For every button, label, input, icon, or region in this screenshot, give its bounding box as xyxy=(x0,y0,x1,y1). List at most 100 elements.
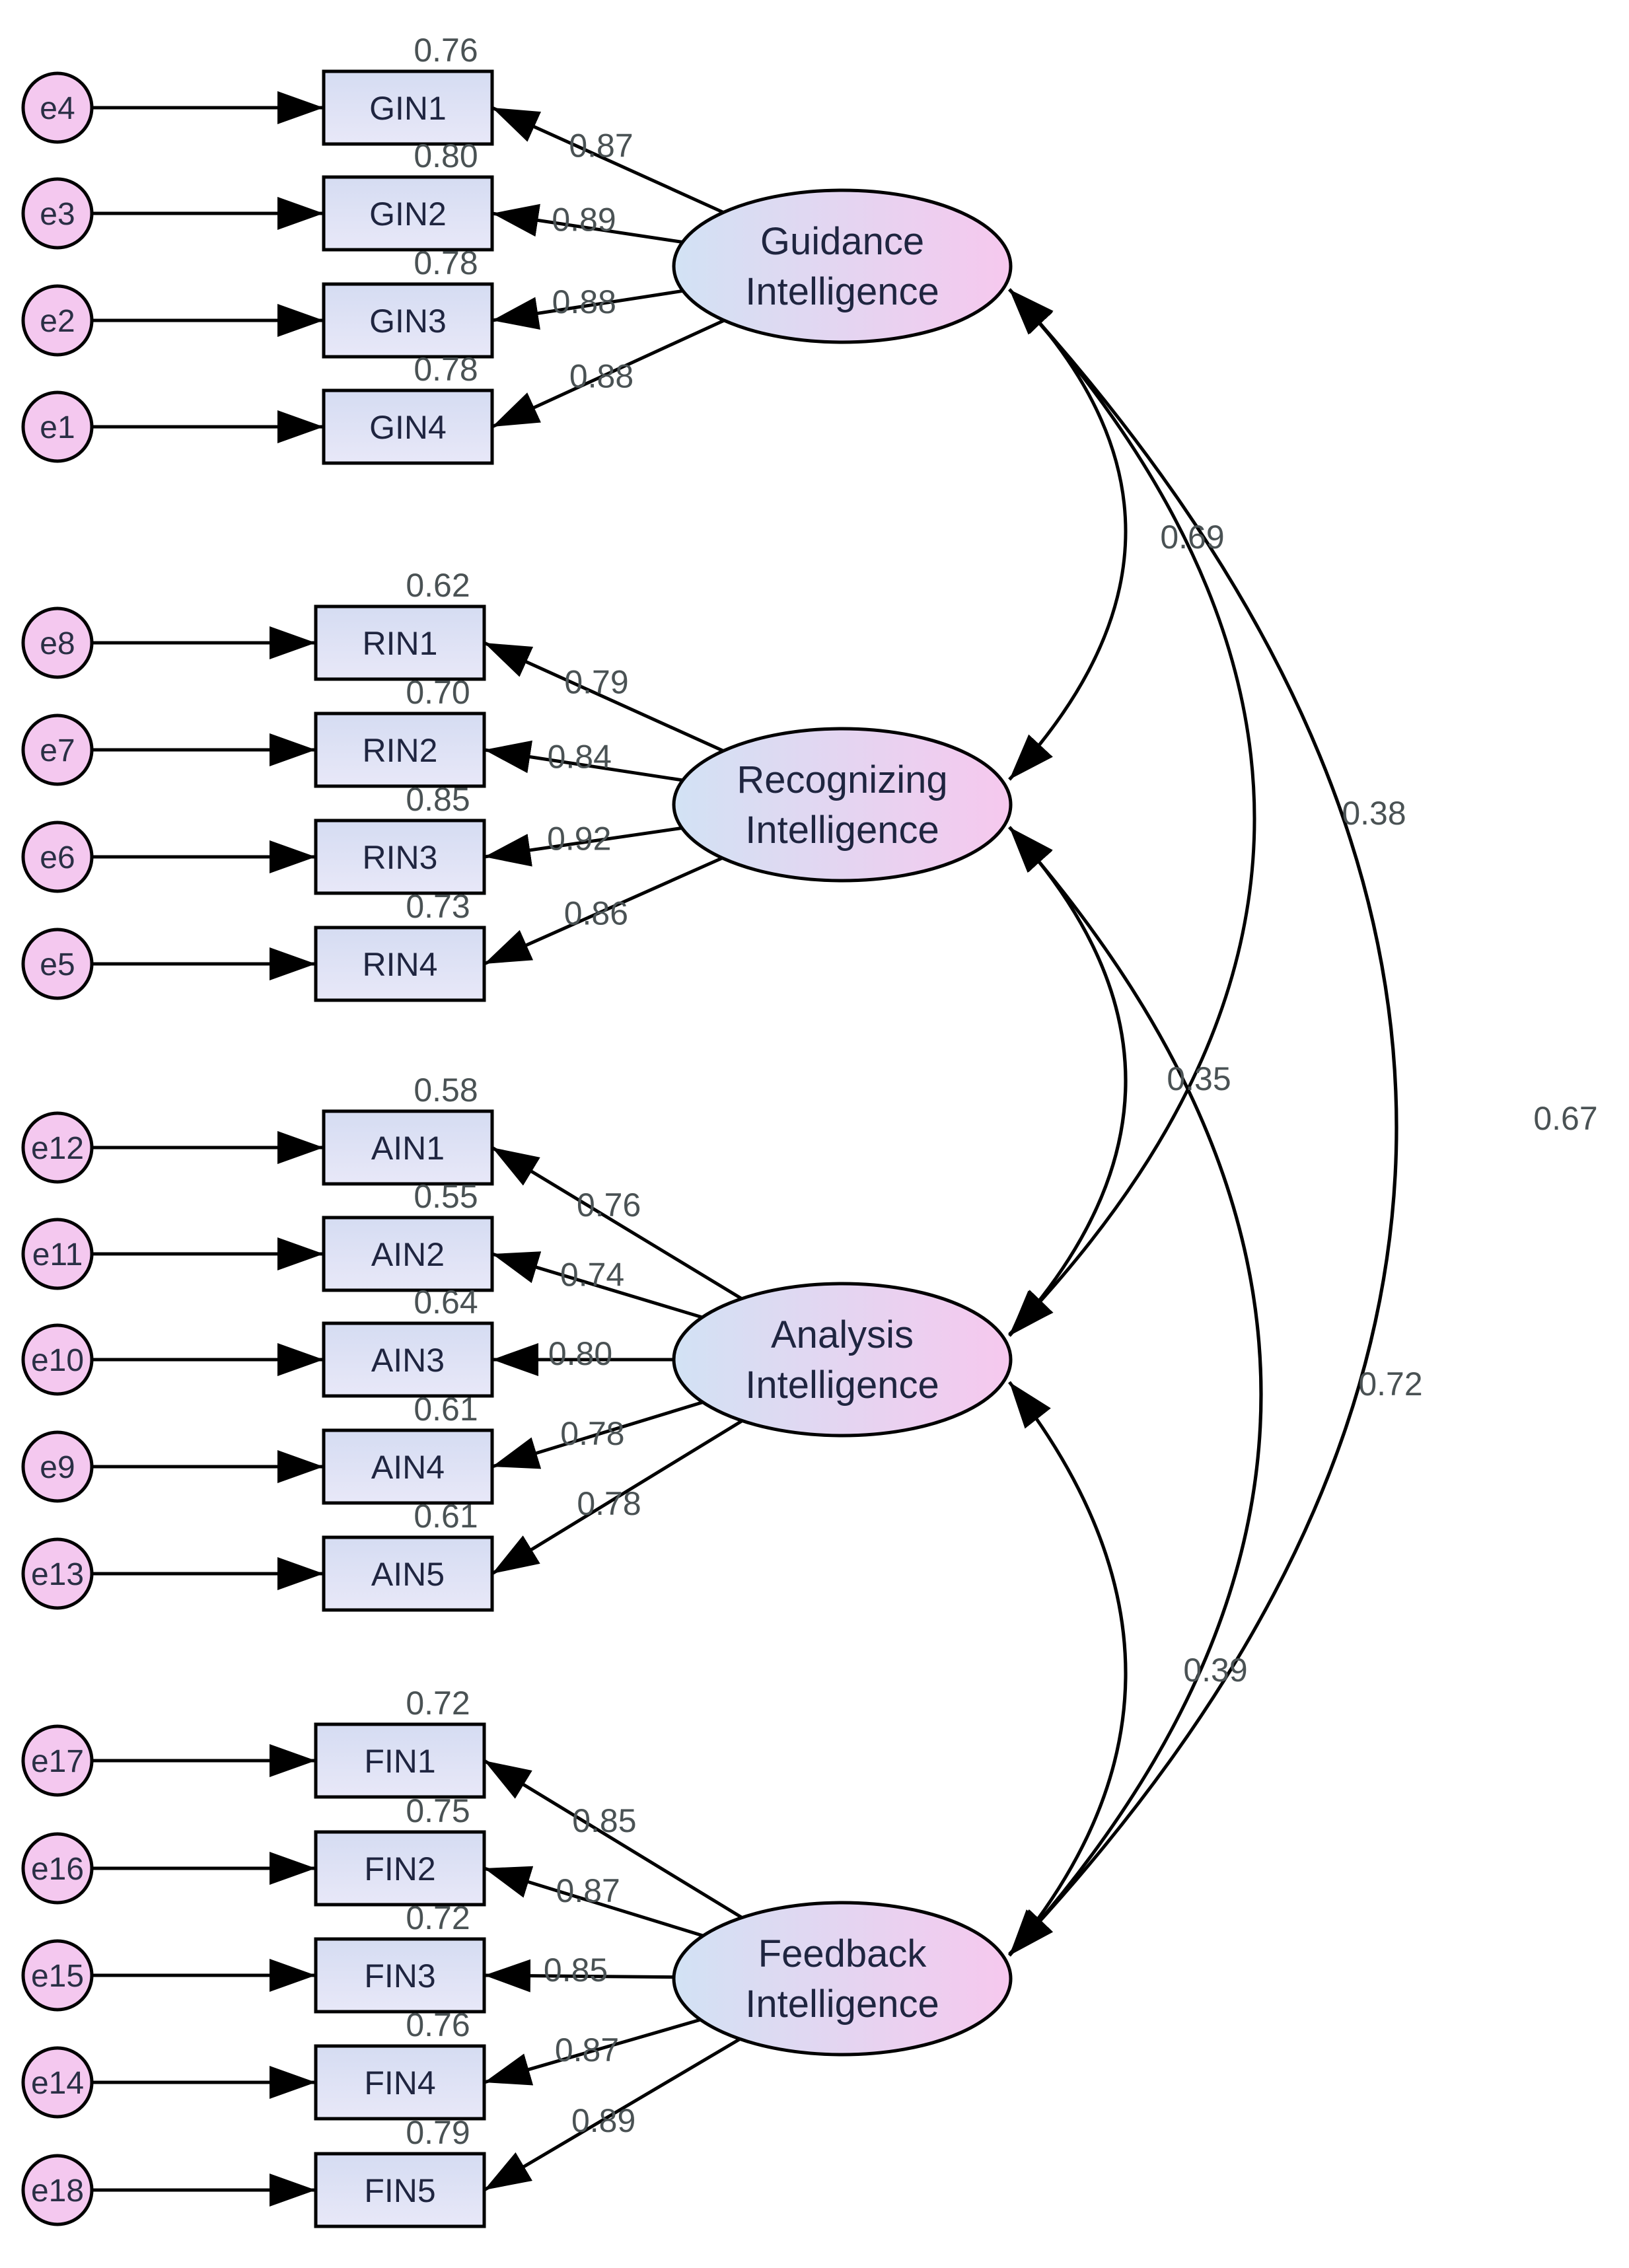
error-term-circle xyxy=(21,1111,94,1184)
loading-path-arrow xyxy=(491,106,725,214)
latent-variable-ellipse xyxy=(672,1901,1013,2057)
r-squared-label: 0.76 xyxy=(414,32,478,69)
covariance-arc xyxy=(1008,288,1256,1336)
indicator-label: RIN4 xyxy=(363,946,438,983)
r-squared-label: 0.61 xyxy=(414,1391,478,1428)
correlation-label: 0.35 xyxy=(1167,1060,1231,1097)
indicator-box xyxy=(322,69,494,146)
loading-label: 0.79 xyxy=(564,664,628,701)
error-term-circle xyxy=(21,1323,94,1396)
latent-label-line2: Intelligence xyxy=(745,809,939,852)
loading-path-arrow xyxy=(484,1959,674,1993)
loading-path-arrow xyxy=(491,1146,743,1300)
indicator-box xyxy=(314,712,486,788)
correlation-label: 0.39 xyxy=(1183,1652,1247,1689)
latent-label-line1: Recognizing xyxy=(737,758,947,801)
error-term-circle xyxy=(21,821,94,893)
error-term-label: e9 xyxy=(40,1450,75,1485)
error-term-label: e10 xyxy=(31,1343,84,1378)
loading-label: 0.76 xyxy=(577,1187,641,1224)
loading-label: 0.88 xyxy=(552,283,616,320)
indicator-box xyxy=(314,604,486,681)
latent-variable-ellipse xyxy=(672,1282,1013,1438)
indicator-box xyxy=(322,1216,494,1292)
indicator-box xyxy=(322,1109,494,1186)
error-term-label: e2 xyxy=(40,304,75,339)
loading-path-arrow xyxy=(491,289,684,330)
loading-label: 0.85 xyxy=(544,1952,608,1989)
loading-label: 0.89 xyxy=(552,201,616,238)
r-squared-label: 0.58 xyxy=(414,1072,478,1109)
r-squared-label: 0.72 xyxy=(406,1899,470,1936)
error-term-label: e17 xyxy=(31,1744,84,1779)
loading-label: 0.84 xyxy=(548,738,612,775)
error-term-circle xyxy=(21,928,94,1000)
loading-path-arrow xyxy=(484,2018,702,2086)
indicator-label: AIN3 xyxy=(371,1342,445,1379)
loading-path-arrow xyxy=(491,203,683,244)
loading-path-arrow xyxy=(483,2037,741,2192)
loading-label: 0.78 xyxy=(560,1415,624,1452)
loading-label: 0.87 xyxy=(555,2031,619,2068)
error-term-label: e4 xyxy=(40,91,75,126)
error-term-label: e11 xyxy=(32,1237,83,1272)
r-squared-label: 0.72 xyxy=(406,1685,470,1722)
error-term-label: e14 xyxy=(31,2066,84,2101)
indicator-label: RIN2 xyxy=(363,732,438,769)
error-term-label: e5 xyxy=(40,947,75,982)
indicator-box xyxy=(322,1321,494,1398)
r-squared-label: 0.61 xyxy=(414,1498,478,1535)
r-squared-label: 0.78 xyxy=(414,244,478,281)
error-term-label: e8 xyxy=(40,626,75,661)
error-term-circle xyxy=(21,2046,94,2119)
r-squared-label: 0.76 xyxy=(406,2006,470,2043)
loading-path-arrow xyxy=(483,856,723,966)
indicator-label: GIN4 xyxy=(369,409,447,446)
r-squared-label: 0.85 xyxy=(406,781,470,818)
error-term-label: e12 xyxy=(31,1131,84,1166)
error-term-circle xyxy=(21,1832,94,1905)
error-term-circle xyxy=(21,2154,94,2226)
error-term-label: e15 xyxy=(31,1959,84,1994)
latent-label-line1: Guidance xyxy=(760,220,924,263)
indicator-box xyxy=(314,819,486,895)
latent-variable-ellipse xyxy=(672,188,1013,344)
error-term-label: e3 xyxy=(40,197,75,232)
latent-label-line1: Feedback xyxy=(758,1932,927,1975)
r-squared-label: 0.79 xyxy=(406,2114,470,2151)
error-term-circle xyxy=(21,1218,94,1290)
error-term-circle xyxy=(21,713,94,786)
r-squared-label: 0.78 xyxy=(414,351,478,388)
r-squared-label: 0.64 xyxy=(414,1284,478,1321)
loading-label: 0.92 xyxy=(547,821,611,858)
r-squared-label: 0.70 xyxy=(406,674,470,711)
latent-label-line2: Intelligence xyxy=(745,1364,939,1407)
loading-path-arrow xyxy=(491,1419,743,1576)
indicator-label: FIN2 xyxy=(364,1850,435,1887)
error-term-circle xyxy=(21,606,94,679)
indicator-label: AIN5 xyxy=(371,1556,445,1593)
covariance-arc xyxy=(1008,288,1128,781)
loading-path-arrow xyxy=(484,826,682,867)
loading-label: 0.87 xyxy=(569,128,633,165)
r-squared-label: 0.80 xyxy=(414,137,478,174)
covariance-arc xyxy=(1008,1381,1128,1957)
indicator-label: GIN1 xyxy=(369,90,447,127)
loading-label: 0.89 xyxy=(571,2102,635,2139)
latent-label-line1: Analysis xyxy=(771,1313,914,1356)
indicator-box xyxy=(322,388,494,465)
indicator-label: GIN3 xyxy=(369,303,447,340)
loading-label: 0.78 xyxy=(577,1485,641,1522)
indicator-box xyxy=(314,926,486,1002)
latent-variable-ellipse xyxy=(672,727,1013,883)
error-term-label: e13 xyxy=(31,1557,84,1592)
correlation-label: 0.67 xyxy=(1533,1100,1597,1137)
loading-path-arrow xyxy=(491,1251,703,1319)
correlation-label: 0.72 xyxy=(1358,1366,1422,1403)
loading-label: 0.87 xyxy=(556,1872,620,1909)
indicator-box xyxy=(322,282,494,359)
loading-path-arrow xyxy=(484,1866,704,1938)
indicator-label: FIN5 xyxy=(364,2172,435,2209)
error-term-circle xyxy=(21,1430,94,1503)
